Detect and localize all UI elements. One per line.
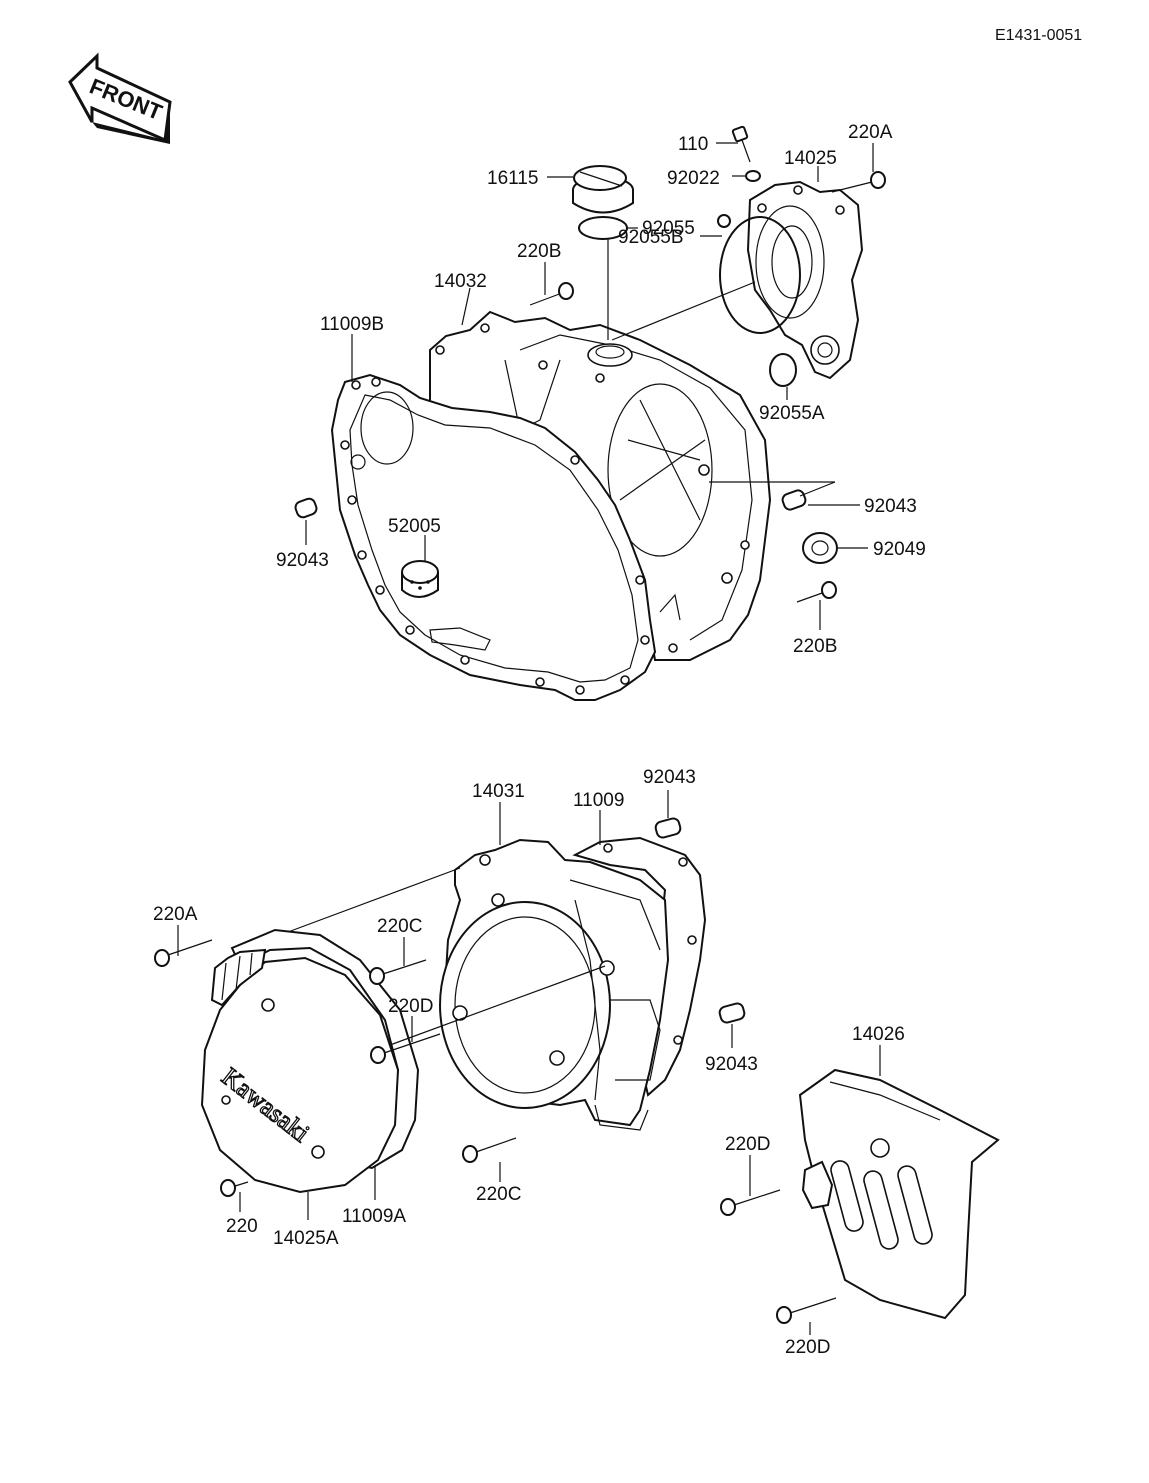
dowel-pin-92043-low [718, 1002, 746, 1024]
label-220B-bottom: 220B [793, 636, 837, 657]
label-220: 220 [226, 1216, 258, 1237]
label-14025A: 14025A [273, 1228, 339, 1249]
bolt-220B-top [529, 282, 574, 306]
label-14032: 14032 [434, 271, 487, 292]
oil-seal-92049 [802, 532, 838, 564]
bolt-110 [731, 125, 751, 163]
clutch-cover-14031 [439, 838, 670, 1131]
label-220C-bottom: 220C [476, 1184, 521, 1205]
o-ring-small [717, 214, 731, 228]
gasket-11009 [572, 836, 707, 1097]
label-14025: 14025 [784, 148, 837, 169]
bolt-220D-mid [370, 1033, 441, 1064]
bolt-220-small [220, 1179, 249, 1197]
label-11009A: 11009A [342, 1206, 406, 1227]
sprocket-cover-14026 [798, 1068, 1000, 1320]
label-92049: 92049 [873, 539, 926, 560]
label-11009: 11009 [573, 790, 624, 811]
dowel-pin-92043-mid [654, 817, 682, 839]
label-92022: 92022 [667, 168, 720, 189]
dowel-pin-92043-left [294, 497, 318, 519]
o-ring-92055A [769, 353, 797, 387]
leader-lines-bottom [177, 790, 881, 1335]
gasket-11009B [330, 373, 657, 701]
oil-filler-cap [572, 165, 634, 214]
bolt-220C-top [369, 959, 427, 985]
leader-lines-top [305, 142, 874, 630]
label-92055B: 92055B [618, 227, 684, 248]
label-92043-low: 92043 [705, 1054, 758, 1075]
label-220D-bottom: 220D [785, 1337, 830, 1358]
label-92043-mid: 92043 [643, 767, 696, 788]
label-16115: 16115 [487, 168, 538, 189]
washer-92022 [745, 170, 761, 182]
front-arrow-icon: FRONT [68, 52, 172, 144]
bolt-220D-bottom [776, 1297, 837, 1324]
bolt-220C-bottom [462, 1137, 517, 1163]
label-92043-left: 92043 [276, 550, 329, 571]
label-92055: 92055 [642, 218, 695, 239]
bolt-220A-top [831, 171, 886, 193]
label-11009B: 11009B [320, 314, 384, 335]
dowel-pin-92043-right [781, 489, 807, 511]
label-220D-right: 220D [725, 1134, 770, 1155]
label-220B-top: 220B [517, 241, 561, 262]
label-110: 110 [678, 134, 708, 155]
document-code: E1431-0051 [995, 27, 1082, 44]
label-92043-right: 92043 [864, 496, 917, 517]
label-14031: 14031 [472, 781, 525, 802]
label-220D-mid: 220D [388, 996, 433, 1017]
o-ring-92055B [719, 216, 801, 334]
label-52005: 52005 [388, 516, 441, 537]
label-92055A: 92055A [759, 403, 825, 424]
label-220A-top: 220A [848, 122, 893, 143]
bolt-220A-left [154, 939, 213, 967]
strainer-52005 [401, 560, 439, 598]
label-14026: 14026 [852, 1024, 905, 1045]
label-220A-left: 220A [153, 904, 198, 925]
label-220C-top: 220C [377, 916, 422, 937]
bolt-220B-bottom [796, 581, 837, 603]
oil-pump-cover [746, 180, 864, 380]
bolt-220D-right [720, 1189, 781, 1216]
generator-cover-14025A: Kawasaki [200, 948, 400, 1194]
